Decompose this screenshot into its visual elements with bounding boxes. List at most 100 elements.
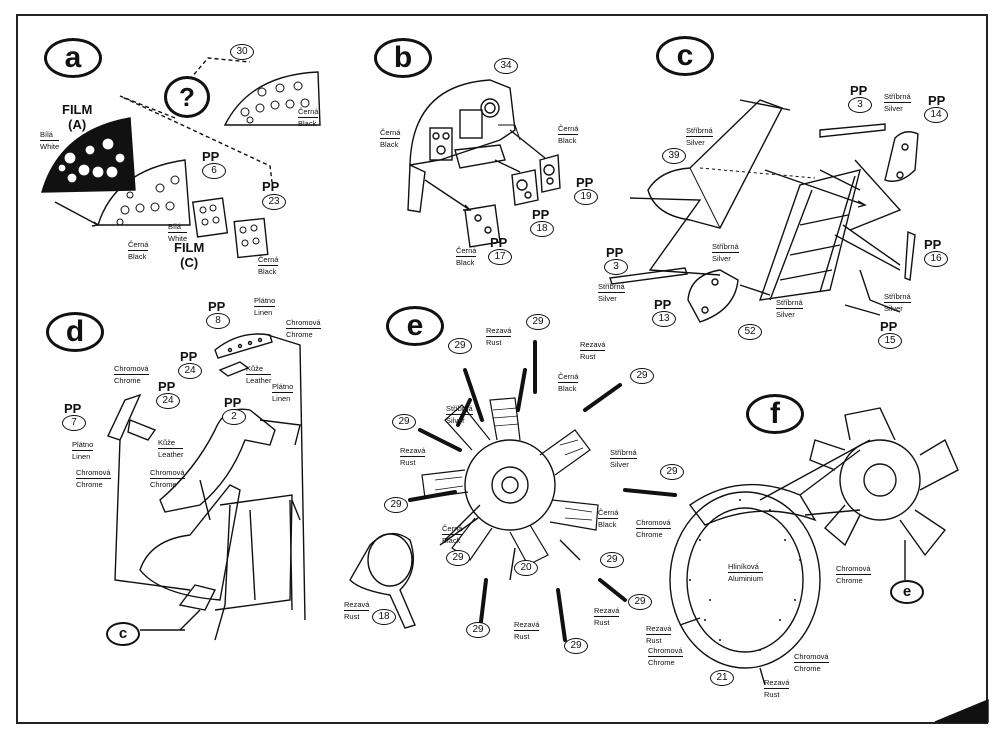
part-number: 29 <box>466 622 490 638</box>
pp-label: PP <box>928 93 946 108</box>
page-number: 2 <box>975 702 986 722</box>
film-c-label: FILM (C) <box>174 240 205 270</box>
part-number: 21 <box>710 670 734 686</box>
part-number: 24 <box>156 393 180 409</box>
pp-label: PP <box>654 297 672 312</box>
panel-f-letter: f <box>746 394 804 434</box>
part-number: 15 <box>878 333 902 349</box>
pp-label: PP <box>180 349 198 364</box>
part-number: 20 <box>514 560 538 576</box>
pp-label: PP <box>850 83 868 98</box>
pp-label: PP <box>64 401 82 416</box>
part-number: 29 <box>446 550 470 566</box>
part-number: 2 <box>222 409 246 425</box>
part-number: 3 <box>848 97 872 113</box>
part-number: 18 <box>530 221 554 237</box>
page-frame <box>16 14 988 724</box>
panel-c-letter: c <box>656 36 714 76</box>
panel-b-letter: b <box>374 38 432 78</box>
panel-e-drawing <box>349 340 677 642</box>
part-number: 19 <box>574 189 598 205</box>
part-number: 17 <box>488 249 512 265</box>
pp-label: PP <box>262 179 280 194</box>
part-number: 29 <box>384 497 408 513</box>
part-number: 30 <box>230 44 254 60</box>
pp-label: PP <box>924 237 942 252</box>
part-number: 34 <box>494 58 518 74</box>
panel-b-drawing <box>407 79 561 248</box>
part-number: 29 <box>630 368 654 384</box>
pp-label: PP <box>490 235 508 250</box>
panel-e-letter: e <box>386 306 444 346</box>
part-number: 39 <box>662 148 686 164</box>
panel-a-letter: a <box>44 38 102 78</box>
part-number: 52 <box>738 324 762 340</box>
pp-label: PP <box>606 245 624 260</box>
part-number: 7 <box>62 415 86 431</box>
ref-panel-e: e <box>890 580 924 604</box>
pp-label: PP <box>158 379 176 394</box>
panel-f-drawing <box>669 407 959 686</box>
pp-label: PP <box>202 149 220 164</box>
page-corner <box>934 698 989 723</box>
question-mark: ? <box>164 76 210 118</box>
pp-label: PP <box>576 175 594 190</box>
panel-a-drawing <box>41 57 321 259</box>
part-number: 29 <box>564 638 588 654</box>
part-number: 6 <box>202 163 226 179</box>
part-number: 29 <box>600 552 624 568</box>
part-number: 18 <box>372 609 396 625</box>
part-number: 29 <box>526 314 550 330</box>
part-number: 3 <box>604 259 628 275</box>
part-number: 24 <box>178 363 202 379</box>
panel-d-drawing <box>107 333 306 641</box>
part-number: 29 <box>448 338 472 354</box>
part-number: 13 <box>652 311 676 327</box>
film-a-label: FILM (A) <box>62 102 93 132</box>
part-number: 29 <box>392 414 416 430</box>
part-number: 23 <box>262 194 286 210</box>
pp-label: PP <box>880 319 898 334</box>
part-number: 29 <box>660 464 684 480</box>
